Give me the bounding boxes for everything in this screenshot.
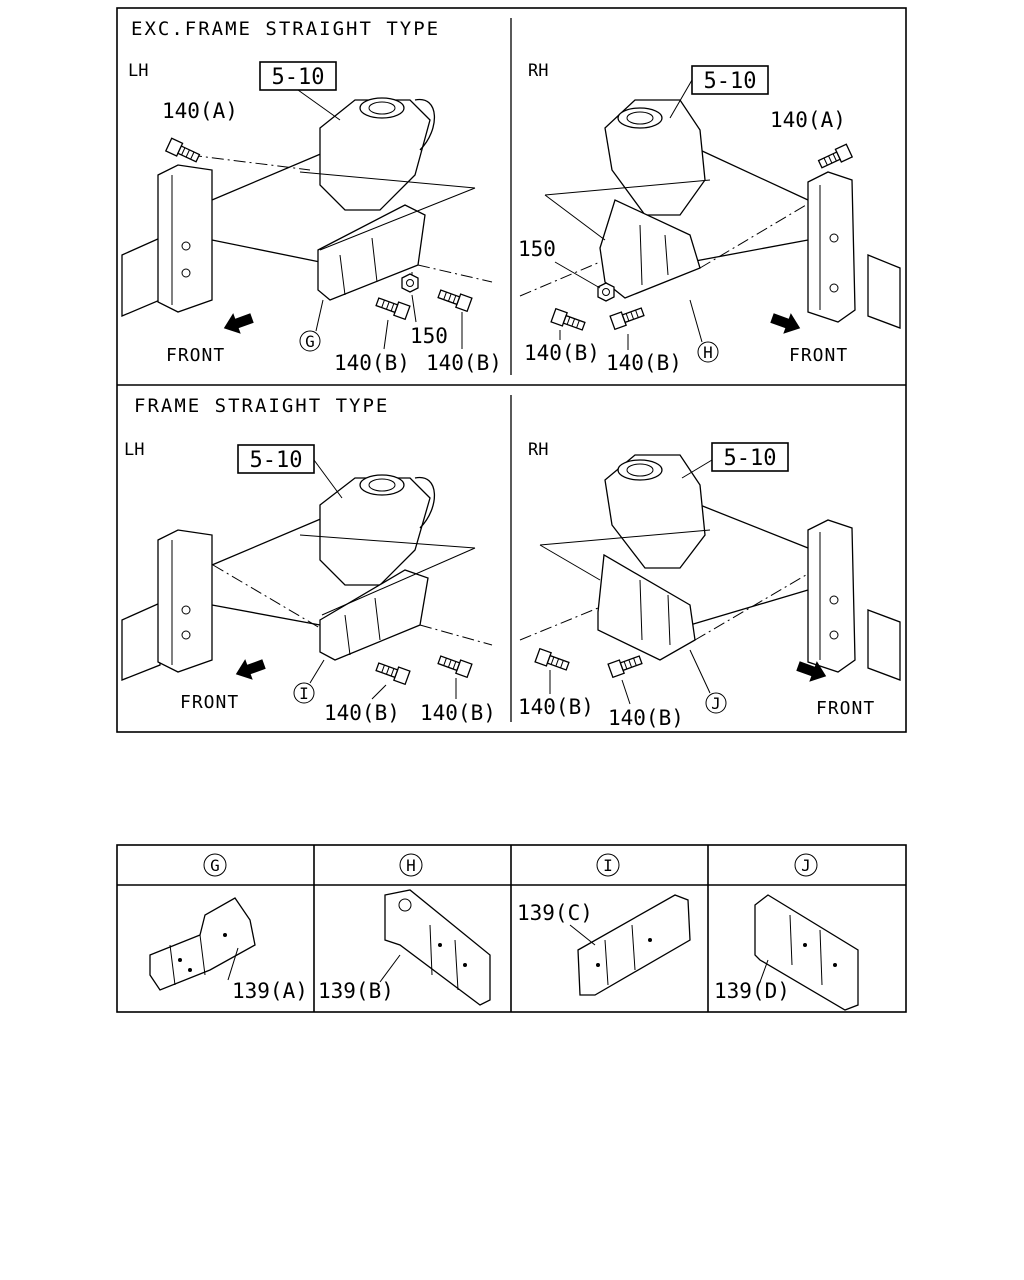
bolt-140b-lh-2 <box>436 286 473 312</box>
callout-150-top-rh: 150 <box>518 237 556 261</box>
front-arrow-rh-top <box>768 307 804 339</box>
ref-label-bottom-lh: 5-10 <box>250 448 303 473</box>
callout-140a-top-lh: 140(A) <box>162 99 238 123</box>
bolt-140b-rh-2 <box>609 304 646 330</box>
bottom-section-title: FRAME STRAIGHT TYPE <box>134 395 389 417</box>
bracket-139c-drawing <box>577 894 691 996</box>
top-lh-view: LH 5-10 140(A) 150 <box>121 61 502 375</box>
bolt-140b-rh-1 <box>550 308 587 334</box>
bolt-140a-lh <box>165 137 202 166</box>
callout-140b2-bottom-lh: 140(B) <box>420 701 496 725</box>
marker-circle-j-bottom <box>705 692 727 714</box>
marker-circle-i-bottom <box>293 682 315 704</box>
parts-legend-table: G H I J 139(A) 139(B) <box>116 844 907 1013</box>
front-arrow-lh-top <box>220 307 256 339</box>
callout-150-top-lh: 150 <box>410 324 448 348</box>
bolt-140b-bl-2 <box>436 652 473 678</box>
bracket-139a-drawing <box>149 897 256 991</box>
front-label-bottom-rh: FRONT <box>816 698 875 719</box>
top-rh-side-label: RH <box>528 61 548 81</box>
bracket-139b-drawing <box>384 889 491 1006</box>
marker-j-bottom: J <box>711 694 721 713</box>
ref-label-top-rh: 5-10 <box>704 69 757 94</box>
top-rh-view: RH 5-10 140(A) 150 140(B) 140(B) H <box>518 61 901 375</box>
ref-box-bottom-rh <box>711 442 789 472</box>
marker-i-bottom: I <box>299 684 309 703</box>
marker-h-top: H <box>703 343 713 362</box>
front-arrow-lh-bottom <box>232 653 268 685</box>
legend-header-g: G <box>210 856 220 875</box>
top-section-title: EXC.FRAME STRAIGHT TYPE <box>131 18 440 40</box>
bolt-140b-lh-1 <box>374 294 411 320</box>
front-label-top-rh: FRONT <box>789 345 848 366</box>
ref-label-bottom-rh: 5-10 <box>724 446 777 471</box>
nut-150-lh <box>401 273 419 293</box>
legend-header-i: I <box>603 856 613 875</box>
legend-marker-circle-g <box>203 853 227 877</box>
legend-part-139b: 139(B) <box>318 979 394 1003</box>
bottom-lh-view: LH 5-10 140(B) 140(B) I FRONT <box>121 440 496 725</box>
front-label-top-lh: FRONT <box>166 345 225 366</box>
bolt-140b-br-1 <box>534 648 571 674</box>
bottom-rh-view: RH 5-10 140(B) 140(B) J FRONT <box>518 440 901 730</box>
legend-header-h: H <box>406 856 416 875</box>
bracket-139d-drawing <box>754 894 859 1011</box>
nut-150-rh <box>597 282 615 302</box>
marker-g-top: G <box>305 332 315 351</box>
bottom-rh-side-label: RH <box>528 440 548 460</box>
marker-circle-g-top <box>299 330 321 352</box>
legend-part-139d: 139(D) <box>714 979 790 1003</box>
legend-part-139a: 139(A) <box>232 979 308 1003</box>
legend-part-139c: 139(C) <box>517 901 593 925</box>
callout-140b2-top-lh: 140(B) <box>426 351 502 375</box>
legend-marker-circle-i <box>596 853 620 877</box>
callout-140b2-top-rh: 140(B) <box>606 351 682 375</box>
diagram-frame <box>116 7 907 733</box>
ref-label-top-lh: 5-10 <box>272 65 325 90</box>
ref-box-bottom-lh <box>237 444 315 474</box>
legend-marker-circle-h <box>399 853 423 877</box>
marker-circle-h-top <box>697 341 719 363</box>
top-lh-side-label: LH <box>128 61 148 81</box>
bolt-140a-rh <box>816 143 853 172</box>
frame-rail-rh <box>867 254 901 329</box>
frame-crossmember-rh <box>807 171 856 323</box>
frame-rail <box>121 236 161 317</box>
callout-140b1-top-lh: 140(B) <box>334 351 410 375</box>
legend-marker-circle-j <box>794 853 818 877</box>
callout-140b1-bottom-lh: 140(B) <box>324 701 400 725</box>
bolt-140b-bl-1 <box>374 659 411 685</box>
bottom-lh-side-label: LH <box>124 440 144 460</box>
front-label-bottom-lh: FRONT <box>180 692 239 713</box>
frame-crossmember <box>157 164 213 313</box>
legend-header-j: J <box>801 856 811 875</box>
callout-140a-top-rh: 140(A) <box>770 108 846 132</box>
callout-140b2-bottom-rh: 140(B) <box>608 706 684 730</box>
bolt-140b-br-2 <box>607 652 644 678</box>
callout-140b1-bottom-rh: 140(B) <box>518 695 594 719</box>
callout-140b1-top-rh: 140(B) <box>524 341 600 365</box>
